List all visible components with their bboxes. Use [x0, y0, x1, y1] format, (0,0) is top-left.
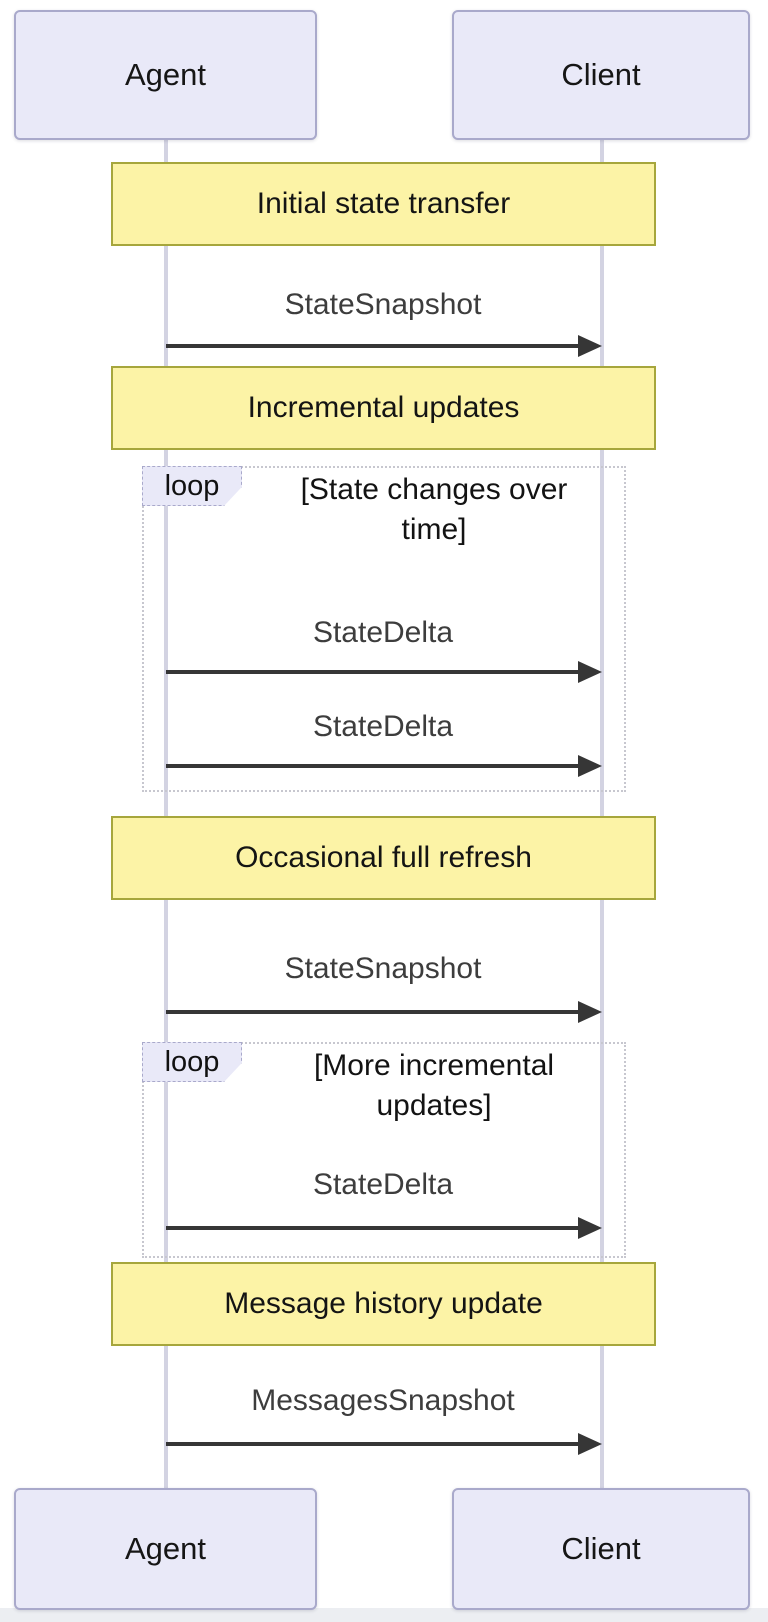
- loop-label-1: loop: [142, 466, 242, 506]
- actor-box-agent-bottom: Agent: [14, 1488, 317, 1610]
- message-label-statedelta-3: StateDelta: [312, 1168, 454, 1201]
- note-occasional-full-refresh: Occasional full refresh: [111, 816, 656, 900]
- arrowhead-icon: [578, 1433, 602, 1455]
- loop-condition-2: [More incremental updates]: [313, 1049, 555, 1122]
- message-arrow-line-2: [166, 670, 580, 674]
- arrowhead-icon: [578, 335, 602, 357]
- message-arrow-line-5: [166, 1226, 580, 1230]
- actor-box-client-top: Client: [452, 10, 750, 140]
- note-message-history-update: Message history update: [111, 1262, 656, 1346]
- actor-box-client-bottom: Client: [452, 1488, 750, 1610]
- page-background-strip: [0, 1608, 768, 1622]
- loop-frame-2: [142, 1042, 626, 1258]
- arrowhead-icon: [578, 1217, 602, 1239]
- message-label-statesnapshot-2: StateSnapshot: [284, 952, 482, 985]
- message-label-statedelta-1: StateDelta: [312, 616, 454, 649]
- note-initial-state-transfer: Initial state transfer: [111, 162, 656, 246]
- message-label-statesnapshot-1: StateSnapshot: [284, 288, 482, 321]
- message-arrow-line-4: [166, 1010, 580, 1014]
- message-arrow-line-1: [166, 344, 580, 348]
- message-arrow-line-3: [166, 764, 580, 768]
- lifeline-client: [600, 140, 604, 1488]
- message-arrow-line-6: [166, 1442, 580, 1446]
- actor-box-agent-top: Agent: [14, 10, 317, 140]
- loop-condition-1: [State changes over time]: [300, 473, 568, 546]
- note-incremental-updates: Incremental updates: [111, 366, 656, 450]
- arrowhead-icon: [578, 755, 602, 777]
- message-label-statedelta-2: StateDelta: [312, 710, 454, 743]
- lifeline-agent: [164, 140, 168, 1488]
- loop-label-2: loop: [142, 1042, 242, 1082]
- arrowhead-icon: [578, 1001, 602, 1023]
- loop-frame-1: [142, 466, 626, 792]
- arrowhead-icon: [578, 661, 602, 683]
- message-label-messagessnapshot: MessagesSnapshot: [251, 1384, 515, 1417]
